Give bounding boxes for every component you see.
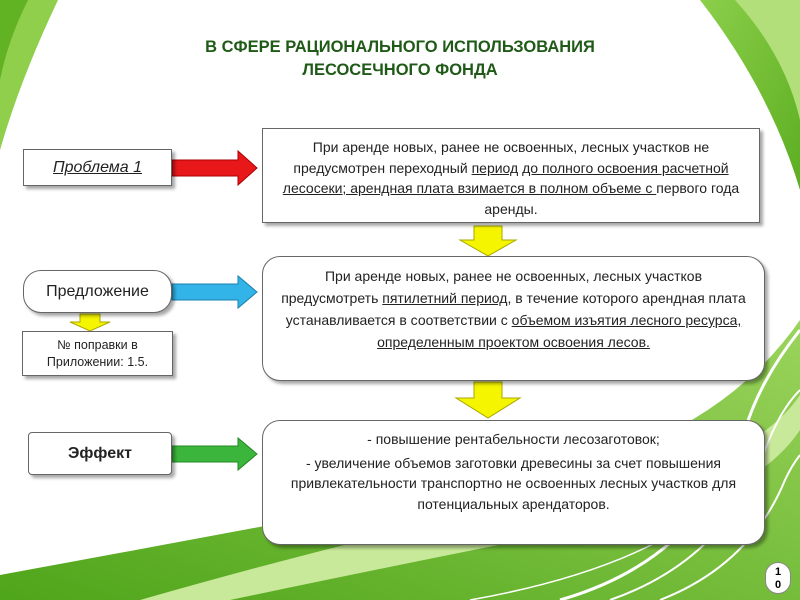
proposal-label-box: Предложение <box>23 270 172 313</box>
proposal-text-underline-1: пятилетний период <box>382 290 508 306</box>
effect-label-box: Эффект <box>28 432 172 475</box>
amendment-box: № поправки в Приложении: 1.5. <box>22 331 173 376</box>
effect-item-1: - повышение рентабельности лесозаготовок… <box>367 431 660 447</box>
arrow-problem <box>171 149 258 187</box>
proposal-text-underline-2: объемом изъятия лесного ресурса, определ… <box>377 312 742 350</box>
proposal-text-box: При аренде новых, ранее не освоенных, ле… <box>262 256 765 381</box>
page-number-digit-1: 1 <box>774 566 782 578</box>
amendment-text: № поправки в Приложении: 1.5. <box>46 338 149 369</box>
problem-text-underline-2: до полного освоения расчетной лесосеки; … <box>282 159 729 197</box>
arrow-down-1 <box>458 225 518 257</box>
title-line-1: В СФЕРЕ РАЦИОНАЛЬНОГО ИСПОЛЬЗОВАНИЯ <box>205 38 595 56</box>
arrow-down-small <box>69 313 111 332</box>
arrow-proposal <box>171 274 258 310</box>
bg-topleft-shape <box>0 0 58 150</box>
problem-label: Проблема 1 <box>53 158 142 176</box>
effect-text-box: - повышение рентабельности лесозаготовок… <box>262 420 765 545</box>
problem-text-underline-1: период <box>471 159 519 176</box>
problem-label-box: Проблема 1 <box>23 149 172 186</box>
effect-label: Эффект <box>68 444 132 462</box>
bg-topright-shape-light <box>735 0 800 120</box>
page-number-badge: 1 0 <box>765 562 791 594</box>
effect-item-2: - увеличение объемов заготовки древесины… <box>290 454 737 512</box>
arrow-effect <box>171 436 258 472</box>
page-number-digit-2: 0 <box>774 579 782 591</box>
problem-text-part3: первого года аренды. <box>484 180 740 217</box>
proposal-text-part1: При аренде новых, ранее не освоенных, ле… <box>281 268 703 306</box>
proposal-label: Предложение <box>46 282 149 300</box>
arrow-down-2 <box>454 381 522 419</box>
bg-topleft-shape-dark <box>0 0 28 80</box>
title-line-2: ЛЕСОСЕЧНОГО ФОНДА <box>302 61 498 79</box>
page-title: В СФЕРЕ РАЦИОНАЛЬНОГО ИСПОЛЬЗОВАНИЯ ЛЕСО… <box>150 36 650 82</box>
problem-text-part1: При аренде новых, ранее не освоенных, ле… <box>293 139 710 176</box>
problem-text-box: При аренде новых, ранее не освоенных, ле… <box>262 128 760 223</box>
bg-white-curve-3 <box>659 454 800 600</box>
proposal-text-part2: , в течение которого арендная плата уста… <box>285 290 746 328</box>
